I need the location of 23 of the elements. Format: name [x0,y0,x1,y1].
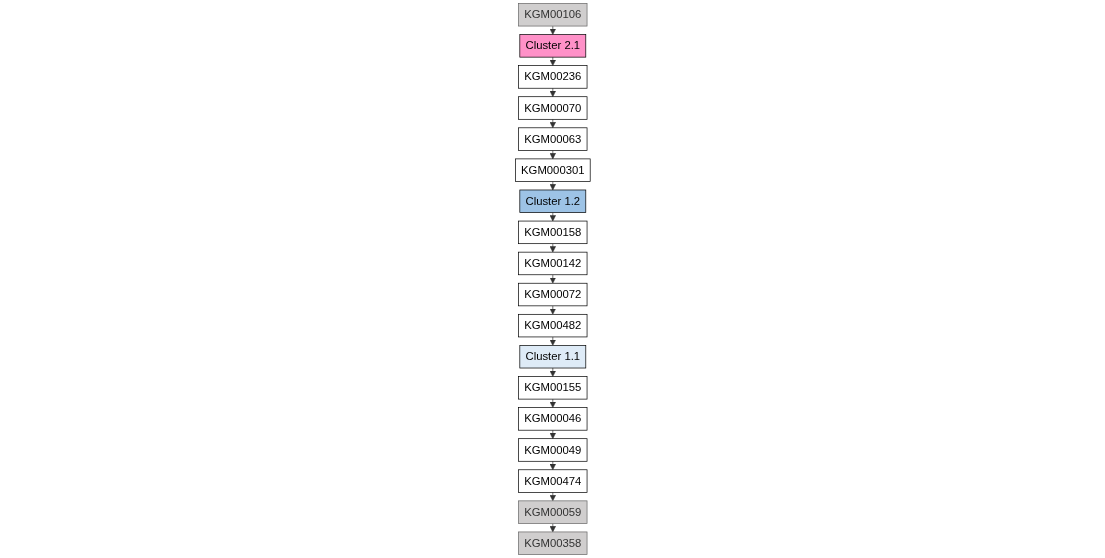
node-box: KGM00142 [517,251,588,276]
node-box: Cluster 2.1 [519,34,586,58]
node-box: KGM00106 [517,3,588,27]
node-box: KGM00070 [517,96,588,120]
node-box: KGM000301 [514,158,591,182]
arrow [549,212,556,222]
node-box: KGM00155 [517,376,588,400]
node-box: KGM00482 [517,313,588,338]
node-box: Cluster 1.2 [519,189,586,213]
node-box: KGM00236 [517,65,588,89]
node-box: Cluster 1.1 [519,345,586,369]
node-box: KGM00474 [517,469,588,493]
node-box: KGM00158 [517,220,588,245]
arrow [549,181,556,191]
node-box: KGM00046 [517,407,588,431]
arrow [549,243,556,253]
arrow [549,150,556,160]
node-box: KGM00072 [517,282,588,307]
node-box: KGM00049 [517,438,588,462]
arrow [549,492,556,502]
node-box: KGM00059 [517,500,588,524]
node-box: KGM00358 [517,531,588,555]
node-box: KGM00063 [517,127,588,151]
